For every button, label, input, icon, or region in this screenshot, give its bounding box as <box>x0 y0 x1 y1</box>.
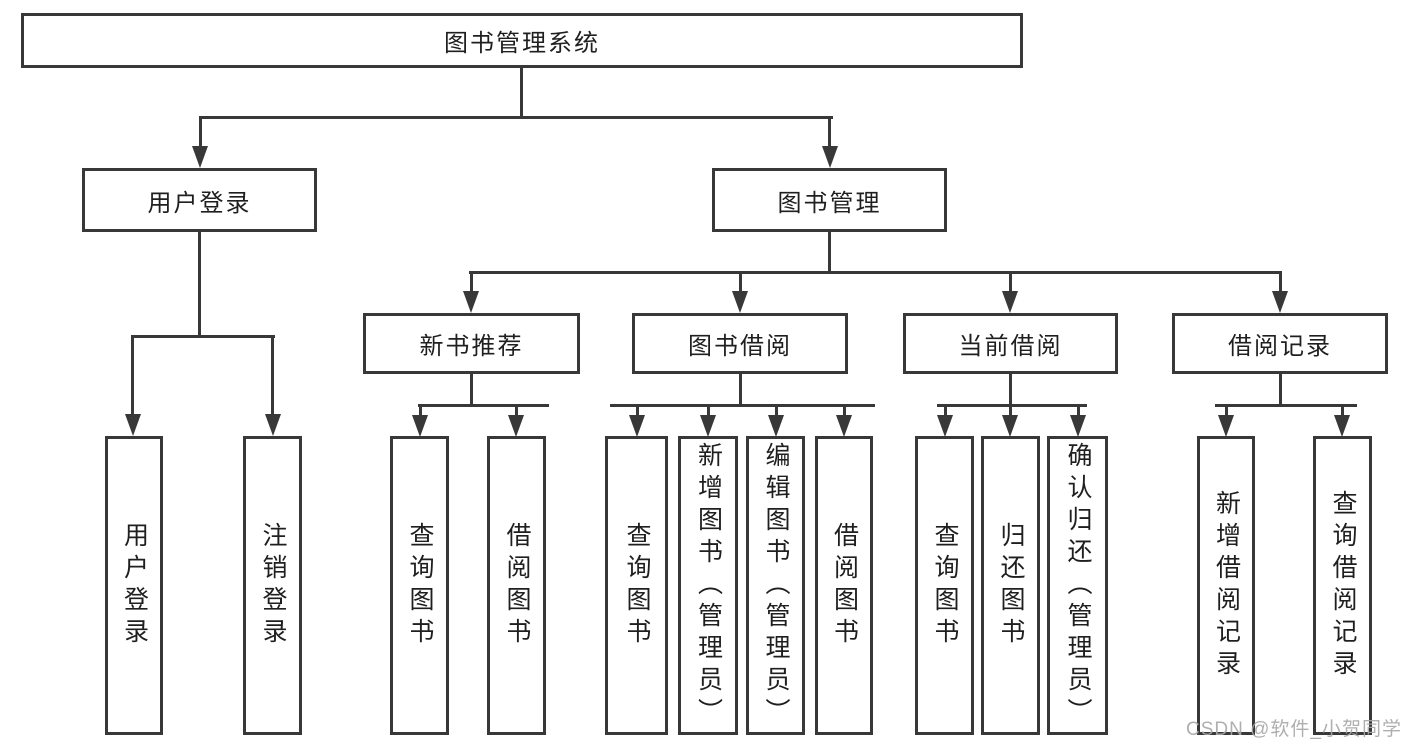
node-library-management-system: 图书管理系统 <box>21 13 1023 68</box>
connector-drop-bb-edit <box>775 404 778 420</box>
leaf-bb-query-books: 查询图书 <box>605 436 668 735</box>
connector-drop-br-query <box>1341 404 1344 420</box>
node-label: 借阅记录 <box>1228 333 1332 360</box>
arrow-down-icon <box>768 415 784 437</box>
leaf-cb-query-books: 查询图书 <box>915 436 974 735</box>
node-label: 图书管理系统 <box>444 30 600 57</box>
connector-bb-stem <box>739 374 742 406</box>
connector-drop-user-login <box>199 116 202 150</box>
connector-drop-borrowing-records <box>1279 271 1282 295</box>
arrow-down-icon <box>125 414 141 436</box>
arrow-down-icon <box>937 415 953 437</box>
connector-root-stem <box>520 68 523 118</box>
connector-drop-current-borrowing <box>1009 271 1012 295</box>
connector-cb-rail <box>937 404 1087 407</box>
leaf-label: 查询借阅记录 <box>1329 489 1357 682</box>
connector-drop-new-book-recommend <box>470 271 473 295</box>
connector-drop-nbr-borrow <box>515 404 518 420</box>
connector-drop-leaf-user-login <box>131 335 134 416</box>
node-label: 图书借阅 <box>688 333 792 360</box>
leaf-label: 查询图书 <box>623 521 651 650</box>
leaf-label: 归还图书 <box>997 521 1025 650</box>
connector-nbr-rail <box>418 404 549 407</box>
arrow-down-icon <box>1218 415 1234 437</box>
connector-drop-nbr-query <box>419 404 422 420</box>
leaf-logout: 注销登录 <box>243 436 302 735</box>
connector-drop-book-management <box>828 116 831 150</box>
leaf-nbr-query-books: 查询图书 <box>390 436 449 735</box>
connector-nbr-stem <box>470 374 473 406</box>
watermark: CSDN @软件_小贺同学 <box>1186 719 1402 740</box>
leaf-label: 借阅图书 <box>503 521 531 650</box>
arrow-down-icon <box>192 146 208 168</box>
leaf-user-login: 用户登录 <box>105 436 163 735</box>
connector-drop-bb-borrow <box>843 404 846 420</box>
leaf-label: 新增图书（管理员） <box>694 441 723 730</box>
connector-book-mgmt-stem <box>828 232 831 273</box>
arrow-down-icon <box>732 291 748 313</box>
leaf-label: 用户登录 <box>120 521 149 650</box>
leaf-cb-confirm-return-admin: 确认归还（管理员） <box>1047 436 1108 735</box>
node-user-login: 用户登录 <box>82 168 317 232</box>
leaf-label: 查询图书 <box>406 521 434 650</box>
node-new-book-recommend: 新书推荐 <box>363 313 580 374</box>
connector-drop-leaf-logout <box>271 335 274 416</box>
arrow-down-icon <box>412 415 428 437</box>
leaf-bb-add-books-admin: 新增图书（管理员） <box>678 436 738 735</box>
leaf-cb-return-books: 归还图书 <box>981 436 1040 735</box>
arrow-down-icon <box>265 414 281 436</box>
connector-br-rail <box>1215 404 1357 407</box>
connector-cb-stem <box>1009 374 1012 406</box>
connector-bb-rail <box>610 404 875 407</box>
arrow-down-icon <box>1070 415 1086 437</box>
arrow-down-icon <box>508 415 524 437</box>
connector-br-stem <box>1279 374 1282 406</box>
leaf-nbr-borrow-books: 借阅图书 <box>487 436 546 735</box>
leaf-br-add-record: 新增借阅记录 <box>1197 436 1255 735</box>
connector-level2-rail <box>199 116 833 119</box>
connector-drop-bb-query <box>636 404 639 420</box>
node-label: 当前借阅 <box>958 333 1063 360</box>
connector-level3-rail <box>469 271 1282 274</box>
connector-drop-book-borrowing <box>739 271 742 295</box>
arrow-down-icon <box>822 146 838 168</box>
node-label: 图书管理 <box>777 189 882 217</box>
arrow-down-icon <box>629 415 645 437</box>
arrow-down-icon <box>1002 291 1018 313</box>
arrow-down-icon <box>1334 415 1350 437</box>
leaf-label: 编辑图书（管理员） <box>762 441 790 730</box>
leaf-label: 借阅图书 <box>830 521 859 650</box>
leaf-bb-edit-books-admin: 编辑图书（管理员） <box>746 436 805 735</box>
node-label: 新书推荐 <box>419 333 524 360</box>
connector-drop-bb-add <box>707 404 710 420</box>
leaf-label: 确认归还（管理员） <box>1064 441 1092 730</box>
connector-user-login-stem <box>198 232 201 337</box>
arrow-down-icon <box>700 415 716 437</box>
node-label: 用户登录 <box>147 189 252 217</box>
connector-drop-cb-confirm <box>1077 404 1080 420</box>
arrow-down-icon <box>1272 291 1288 313</box>
node-borrowing-records: 借阅记录 <box>1172 313 1388 374</box>
node-book-management: 图书管理 <box>712 168 947 232</box>
node-current-borrowing: 当前借阅 <box>903 313 1118 374</box>
connector-drop-br-add <box>1225 404 1228 420</box>
connector-user-login-rail <box>131 335 275 338</box>
connector-drop-cb-query <box>944 404 947 420</box>
leaf-label: 注销登录 <box>259 521 287 650</box>
arrow-down-icon <box>463 291 479 313</box>
arrow-down-icon <box>1002 415 1018 437</box>
arrow-down-icon <box>836 415 852 437</box>
connector-drop-cb-return <box>1009 404 1012 420</box>
node-book-borrowing: 图书借阅 <box>632 313 848 374</box>
leaf-label: 新增借阅记录 <box>1212 489 1241 682</box>
leaf-bb-borrow-books: 借阅图书 <box>815 436 873 735</box>
leaf-br-query-record: 查询借阅记录 <box>1313 436 1372 735</box>
leaf-label: 查询图书 <box>931 521 959 650</box>
